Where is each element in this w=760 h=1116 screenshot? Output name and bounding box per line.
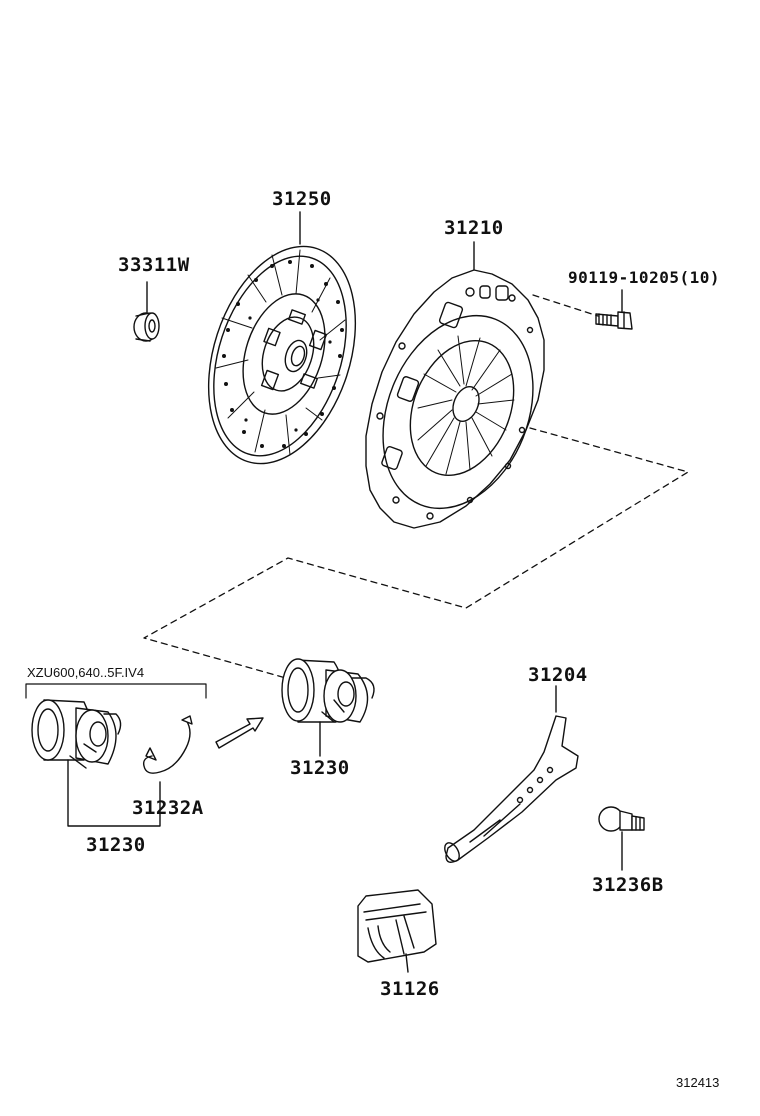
cover-bolt-drawing[interactable] — [595, 289, 633, 330]
clutch-disc-31250-drawing[interactable] — [183, 211, 382, 483]
release-bearing-31230-center-drawing[interactable] — [281, 658, 375, 757]
part-label-31210: 31210 — [444, 217, 504, 239]
part-label-31230-center: 31230 — [290, 757, 350, 779]
part-label-31230-left: 31230 — [86, 834, 146, 856]
part-label-31126: 31126 — [380, 978, 440, 1000]
part-label-31236b: 31236B — [592, 874, 664, 896]
fork-pivot-31236b-drawing[interactable] — [598, 806, 645, 871]
part-label-31232a: 31232A — [132, 797, 204, 819]
clutch-cover-31210-drawing[interactable] — [356, 241, 561, 531]
part-label-31204: 31204 — [528, 664, 588, 686]
part-label-33311w: 33311W — [118, 254, 190, 276]
variant-note: XZU600,640..5F.IV4 — [27, 665, 145, 680]
part-label-31250: 31250 — [272, 188, 332, 210]
bushing-33311w-drawing[interactable] — [133, 281, 160, 342]
arrow-icon — [215, 717, 264, 749]
figure-number: 312413 — [676, 1075, 720, 1090]
release-bearing-31230-left-drawing[interactable] — [31, 699, 161, 827]
clip-31232a-drawing[interactable] — [142, 715, 193, 774]
part-label-90119-10205: 90119-10205(10) — [568, 268, 720, 287]
boot-31126-drawing[interactable] — [357, 889, 437, 973]
variant-bracket — [25, 683, 207, 699]
release-fork-31204-drawing[interactable] — [442, 685, 579, 864]
assembly-guide-lines — [143, 294, 689, 679]
